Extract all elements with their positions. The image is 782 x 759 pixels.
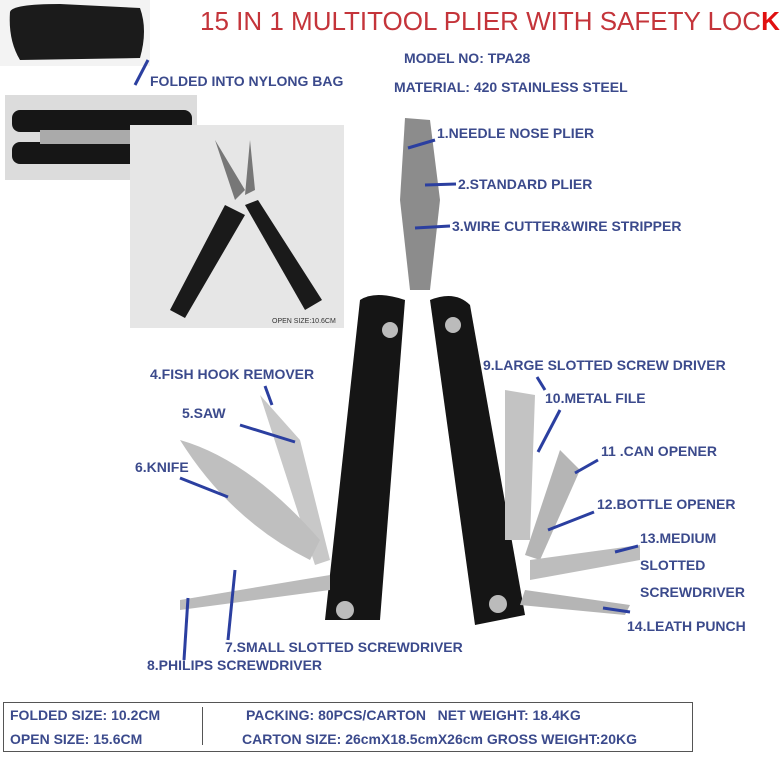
feature-label: 2.STANDARD PLIER: [458, 176, 593, 192]
specs-box: FOLDED SIZE: 10.2CM OPEN SIZE: 15.6CM PA…: [3, 702, 693, 752]
left-handle: [325, 295, 405, 620]
feature-label: 12.BOTTLE OPENER: [597, 496, 736, 512]
metal-file: [505, 390, 535, 540]
nylon-bag: [9, 4, 145, 60]
feature-label: 8.PHILIPS SCREWDRIVER: [147, 657, 323, 673]
screwdriver-bits: [180, 575, 330, 610]
feature-label: SLOTTED: [640, 557, 706, 573]
material: MATERIAL: 420 STAINLESS STEEL: [394, 79, 628, 95]
page-title: 15 IN 1 MULTITOOL PLIER WITH SAFETY LOCK: [200, 6, 780, 37]
folded-size: FOLDED SIZE: 10.2CM: [10, 707, 161, 723]
title-last-letter: K: [761, 6, 780, 36]
feature-label: 4.FISH HOOK REMOVER: [150, 366, 315, 382]
feature-label: SCREWDRIVER: [640, 584, 746, 600]
packing-weight: PACKING: 80PCS/CARTON NET WEIGHT: 18.4KG: [246, 707, 581, 723]
feature-label: 10.METAL FILE: [545, 390, 646, 406]
feature-label: 11 .CAN OPENER: [601, 443, 717, 459]
feature-label: 5.SAW: [182, 405, 226, 421]
divider: [202, 707, 203, 745]
right-handle: [430, 296, 525, 625]
plier-jaws: [400, 118, 440, 290]
feature-label: 1.NEEDLE NOSE PLIER: [437, 125, 595, 141]
knife-blade: [180, 440, 320, 560]
bag-label: FOLDED INTO NYLONG BAG: [150, 73, 344, 89]
photo-caption: OPEN SIZE:10.6CM: [272, 318, 336, 325]
feature-label: 9.LARGE SLOTTED SCREW DRIVER: [483, 357, 726, 373]
model-number: MODEL NO: TPA28: [404, 50, 531, 66]
open-size: OPEN SIZE: 15.6CM: [10, 731, 143, 747]
feature-label: 3.WIRE CUTTER&WIRE STRIPPER: [452, 218, 682, 234]
feature-label: 14.LEATH PUNCH: [627, 618, 746, 634]
title-text: 15 IN 1 MULTITOOL PLIER WITH SAFETY LOC: [200, 6, 762, 36]
feature-label: 13.MEDIUM: [640, 530, 717, 546]
feature-label: 7.SMALL SLOTTED SCREWDRIVER: [225, 639, 463, 655]
feature-label: 6.KNIFE: [135, 459, 189, 475]
pointer-lines: [133, 59, 639, 661]
carton-size: CARTON SIZE: 26cmX18.5cmX26cm GROSS WEIG…: [242, 731, 637, 747]
